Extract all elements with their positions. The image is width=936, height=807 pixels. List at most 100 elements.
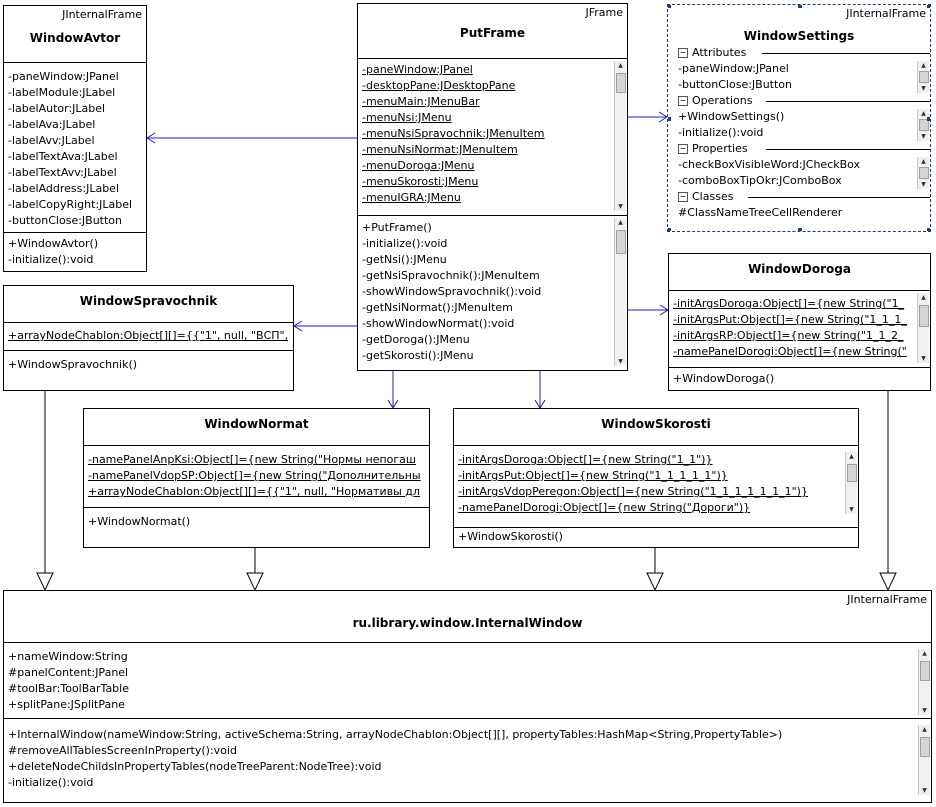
selection-handle[interactable] [927, 117, 930, 121]
class-window-avtor[interactable]: JInternalFrame WindowAvtor -paneWindow:J… [3, 5, 147, 272]
scroll-down-icon[interactable]: ▼ [921, 133, 926, 140]
attributes-compartment: -initArgsDoroga:Object[]={new String("1_… [454, 446, 858, 528]
scroll-up-icon[interactable]: ▲ [921, 294, 926, 301]
class-name: PutFrame [459, 26, 526, 40]
operations-compartment: +InternalWindow(nameWindow:String, activ… [4, 719, 931, 802]
operations-compartment: +WindowSkorosti() [454, 528, 858, 547]
selection-handle[interactable] [798, 228, 802, 231]
scroll-up-icon[interactable]: ▲ [921, 110, 926, 117]
inner-classes-compartment: #ClassNameTreeCellRenderer [678, 205, 930, 221]
generalization-spravochnik-head [36, 572, 54, 592]
attributes-compartment: -paneWindow:JPanel -labelModule:JLabel -… [4, 63, 146, 233]
selection-handle[interactable] [927, 228, 930, 231]
scroll-up-icon[interactable]: ▲ [922, 726, 927, 733]
scroll-thumb[interactable] [847, 464, 857, 482]
collapse-minus-icon[interactable]: − [678, 48, 688, 58]
scrollbar[interactable]: ▲ ▼ [917, 293, 929, 363]
scroll-down-icon[interactable]: ▼ [921, 355, 926, 362]
selection-handle[interactable] [927, 5, 930, 8]
class-window-doroga[interactable]: WindowDoroga -initArgsDoroga:Object[]={n… [668, 253, 931, 391]
operation-row: +WindowAvtor() [8, 237, 99, 250]
scroll-up-icon[interactable]: ▲ [618, 62, 623, 69]
scroll-thumb[interactable] [920, 737, 930, 757]
operation-row: +WindowSettings() [678, 110, 785, 123]
selection-handle[interactable] [668, 5, 671, 8]
attribute-row: -menuNsiNormat:JMenuItem [362, 143, 518, 156]
class-window-spravochnik[interactable]: WindowSpravochnik +arrayNodeChablon:Obje… [3, 285, 294, 391]
class-header: JInternalFrame WindowSettings [668, 5, 930, 45]
scroll-down-icon[interactable]: ▼ [922, 707, 927, 714]
collapse-minus-icon[interactable]: − [678, 192, 688, 202]
stereotype-label: JInternalFrame [847, 593, 927, 606]
group-properties[interactable]: −Properties [678, 141, 930, 157]
attribute-row: -menuSkorosti:JMenu [362, 175, 479, 188]
scrollbar[interactable]: ▲ ▼ [918, 725, 930, 795]
attribute-row: -buttonClose:JButton [8, 214, 123, 227]
selection-handle[interactable] [668, 228, 671, 231]
class-window-settings[interactable]: JInternalFrame WindowSettings −Attribute… [667, 4, 931, 232]
scroll-thumb[interactable] [616, 230, 626, 254]
selection-handle[interactable] [668, 117, 671, 121]
scroll-thumb[interactable] [919, 305, 929, 327]
scroll-thumb[interactable] [920, 661, 930, 681]
attribute-row: -labelModule:JLabel [8, 86, 116, 99]
scroll-thumb[interactable] [919, 119, 929, 131]
group-divider [766, 149, 930, 150]
attribute-row: -menuNsiSpravochnik:JMenuItem [362, 127, 545, 140]
scrollbar[interactable]: ▲ ▼ [917, 109, 929, 141]
scroll-down-icon[interactable]: ▼ [921, 181, 926, 188]
attribute-row: -namePanelAnpKsi:Object[]={new String("Н… [88, 453, 416, 466]
group-divider [762, 53, 930, 54]
operation-row: -getDoroga():JMenu [362, 333, 470, 346]
class-window-skorosti[interactable]: WindowSkorosti -initArgsDoroga:Object[]=… [453, 408, 859, 548]
scroll-down-icon[interactable]: ▼ [922, 787, 927, 794]
group-label: Attributes [692, 46, 747, 59]
attribute-row: +splitPane:JSplitPane [8, 698, 125, 711]
group-classes[interactable]: −Classes [678, 189, 930, 205]
operation-row: +WindowSkorosti() [458, 530, 563, 543]
scroll-up-icon[interactable]: ▲ [618, 219, 623, 226]
scroll-up-icon[interactable]: ▲ [849, 453, 854, 460]
scroll-thumb[interactable] [616, 73, 626, 93]
scrollbar[interactable]: ▲ ▼ [614, 218, 626, 366]
scroll-thumb[interactable] [919, 71, 929, 83]
attribute-row: -initArgsVdopPeregon:Object[]={new Strin… [458, 485, 808, 498]
scroll-down-icon[interactable]: ▼ [618, 203, 623, 210]
operation-row: -initialize():void [678, 126, 764, 139]
stereotype-label: JFrame [585, 6, 623, 19]
scroll-down-icon[interactable]: ▼ [618, 358, 623, 365]
group-attributes[interactable]: −Attributes [678, 45, 930, 61]
collapse-minus-icon[interactable]: − [678, 144, 688, 154]
scrollbar[interactable]: ▲ ▼ [845, 452, 857, 514]
collapse-minus-icon[interactable]: − [678, 96, 688, 106]
scroll-up-icon[interactable]: ▲ [922, 650, 927, 657]
scroll-up-icon[interactable]: ▲ [921, 62, 926, 69]
scrollbar[interactable]: ▲ ▼ [917, 157, 929, 189]
scrollbar[interactable]: ▲ ▼ [918, 649, 930, 715]
attribute-row: -initArgsRP:Object[]={new String("1_1_2_ [673, 329, 904, 342]
scrollbar[interactable]: ▲ ▼ [917, 61, 929, 93]
attributes-compartment: -paneWindow:JPanel -buttonClose:JButton … [678, 61, 930, 93]
attribute-row: +arrayNodeChablon:Object[][]={{"1", null… [88, 485, 420, 498]
selection-handle[interactable] [798, 5, 802, 8]
scrollbar[interactable]: ▲ ▼ [614, 61, 626, 211]
attribute-row: -paneWindow:JPanel [362, 63, 473, 76]
operation-row: -getNsiNormat():JMenuItem [362, 301, 513, 314]
scroll-thumb[interactable] [919, 167, 929, 179]
group-operations[interactable]: −Operations [678, 93, 930, 109]
attribute-row: -labelAvv:JLabel [8, 134, 95, 147]
class-put-frame[interactable]: JFrame PutFrame -paneWindow:JPanel -desk… [357, 3, 628, 371]
class-name: WindowDoroga [748, 262, 851, 276]
scroll-up-icon[interactable]: ▲ [921, 158, 926, 165]
scroll-down-icon[interactable]: ▼ [849, 506, 854, 513]
scroll-down-icon[interactable]: ▼ [921, 85, 926, 92]
operation-row: -showWindowSpravochnik():void [362, 285, 542, 298]
attribute-row: -labelTextAva:JLabel [8, 150, 118, 163]
attribute-row: +nameWindow:String [8, 650, 128, 663]
operation-row: -getNsi():JMenu [362, 253, 447, 266]
class-internal-window[interactable]: JInternalFrame ru.library.window.Interna… [3, 590, 932, 803]
property-row: -checkBoxVisibleWord:JCheckBox [678, 158, 861, 171]
attribute-row: -menuDoroga:JMenu [362, 159, 475, 172]
attributes-compartment: -namePanelAnpKsi:Object[]={new String("Н… [84, 446, 429, 508]
class-window-normat[interactable]: WindowNormat -namePanelAnpKsi:Object[]={… [83, 408, 430, 548]
